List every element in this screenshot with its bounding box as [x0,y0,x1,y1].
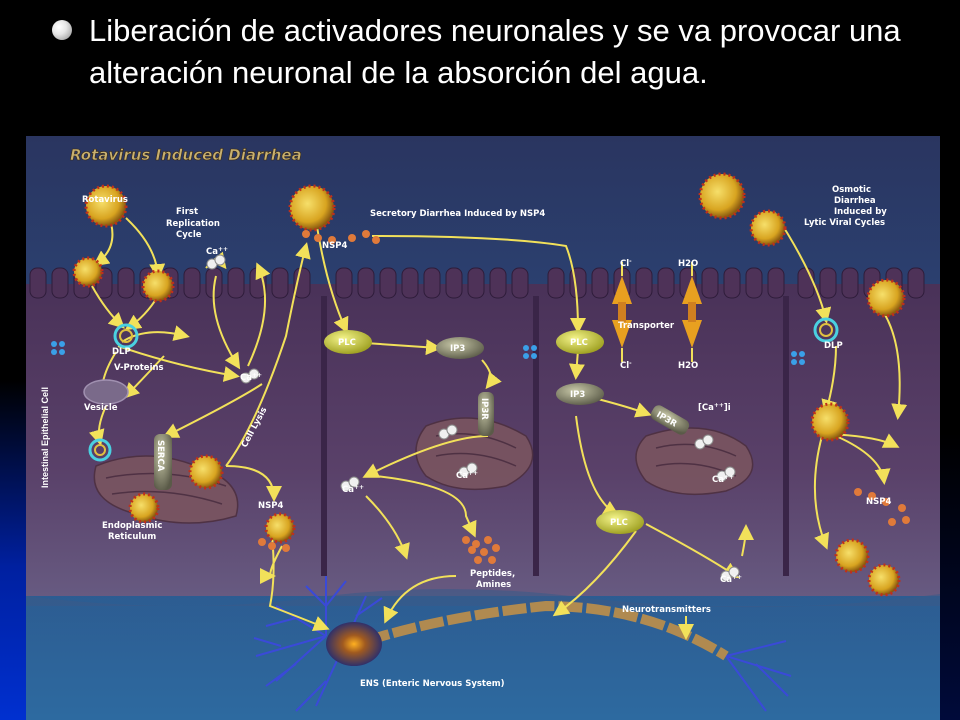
label-neurotransmitters: Neurotransmitters [622,605,711,615]
label-induced-by: Induced by [834,207,887,217]
diagram-svg: Rotavirus Induced Diarrhea [26,136,940,720]
calcium-spheres [206,254,740,582]
label-ip3r-1: IP3R [479,398,489,420]
label-er-2: Reticulum [108,532,156,542]
label-rotavirus: Rotavirus [82,195,128,205]
label-replication: Replication [166,219,220,229]
label-dlp-right: DLP [824,341,843,351]
label-dlp-left: DLP [112,347,131,357]
bullet-icon [52,20,72,40]
side-label: Intestinal Epithelial Cell [40,387,50,488]
label-diarrhea: Diarrhea [834,196,876,206]
label-nsp4-right: NSP4 [866,497,891,507]
label-ca-right: Ca++ [712,474,734,485]
label-ca-bottom: Ca++ [720,574,742,585]
bullet-list: Liberación de activadores neuronales y s… [52,10,932,94]
label-lytic: Lytic Viral Cycles [804,218,885,228]
signaling-molecules [154,330,690,534]
label-nsp4-left: NSP4 [258,501,283,511]
label-ca-left: Ca++ [240,372,262,383]
label-nsp4-top: NSP4 [322,241,347,251]
label-peptides: Peptides, [470,569,515,579]
label-ens: ENS (Enteric Nervous System) [360,679,505,689]
label-plc-1: PLC [338,338,356,348]
label-ca-mid: Ca++ [342,484,364,495]
label-h2o-top: H2O [678,259,698,269]
label-cl-top: Cl- [620,258,632,269]
label-first: First [176,207,198,217]
transporters [612,262,702,362]
label-plc-2: PLC [570,338,588,348]
bullet-text: Liberación de activadores neuronales y s… [89,13,901,90]
diagram-title: Rotavirus Induced Diarrhea [70,146,302,164]
enteric-neuron [253,576,792,712]
label-secretory: Secretory Diarrhea Induced by NSP4 [370,209,545,219]
label-er-1: Endoplasmic [102,521,162,531]
label-ip3-1: IP3 [450,344,465,354]
nsp4-beads [258,230,910,564]
label-v-proteins: V-Proteins [114,363,164,373]
tight-junctions [51,341,805,365]
label-osmotic: Osmotic [832,185,871,195]
label-ip3-2: IP3 [570,390,585,400]
label-plc-3: PLC [610,518,628,528]
label-ca-top: Ca++ [206,246,228,257]
label-h2o-bottom: H2O [678,361,698,371]
label-cycle: Cycle [176,230,202,240]
rotavirus-particles [72,172,906,597]
dlp-particles [83,317,839,462]
label-transporter: Transporter [618,321,675,331]
label-ca-mid2: Ca++ [456,470,478,481]
left-edge-glow [0,380,26,720]
label-cl-bottom: Cl- [620,360,632,371]
label-vesicle: Vesicle [84,403,118,413]
label-amines: Amines [476,580,511,590]
rotavirus-diagram: Rotavirus Induced Diarrhea [26,136,940,720]
label-ca-i: [Ca++]i [698,402,731,413]
label-serca: SERCA [155,440,165,472]
